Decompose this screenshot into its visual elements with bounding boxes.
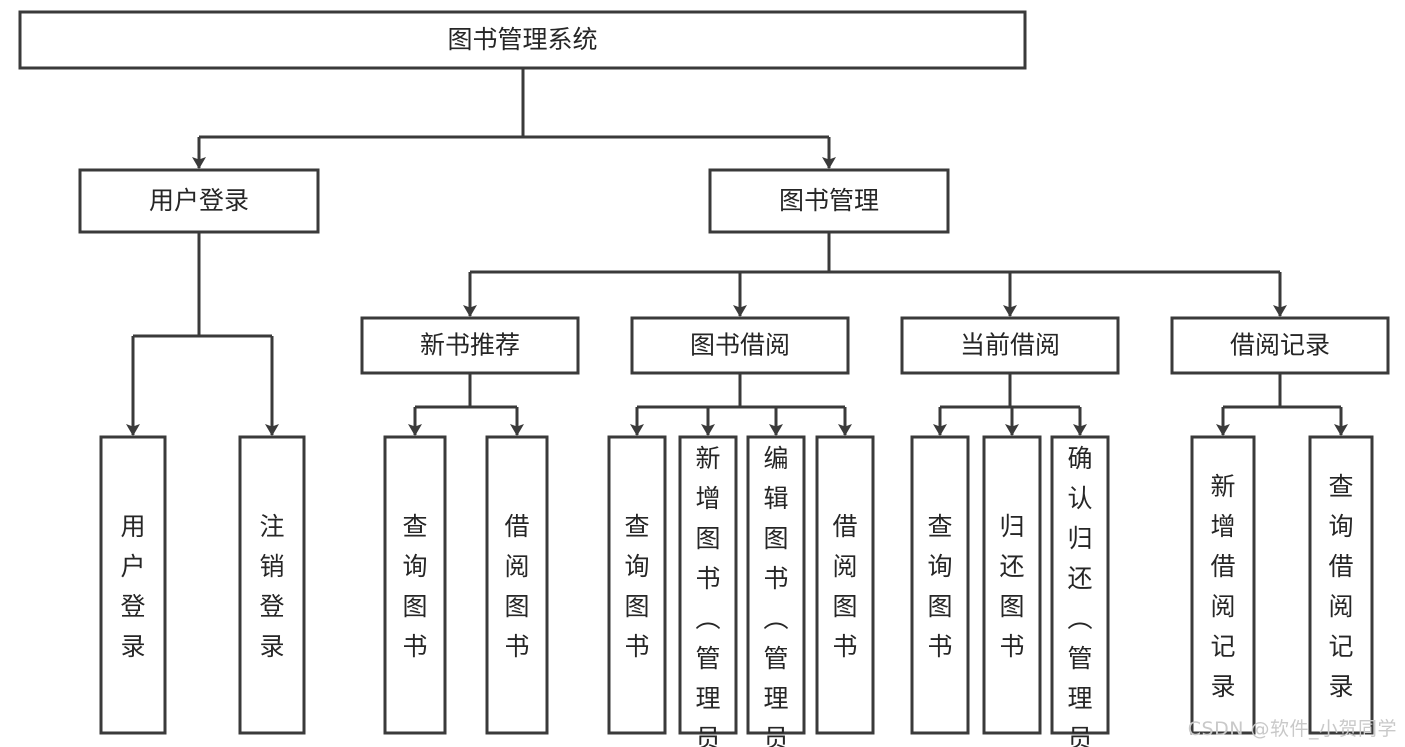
node-leaf-user-logout-label: 注销登录 — [259, 512, 284, 661]
node-book-borrow-label: 图书借阅 — [690, 331, 790, 360]
node-leaf-query-book-rec[interactable]: 查询图书 — [383, 435, 447, 735]
node-leaf-add-borrow-record-box — [1190, 435, 1256, 735]
node-root-system[interactable]: 图书管理系统 — [18, 10, 1027, 70]
node-leaf-borrow-book-rec[interactable]: 借阅图书 — [485, 435, 549, 735]
node-leaf-return-book-label: 归还图书 — [999, 512, 1024, 661]
node-new-book-rec-label: 新书推荐 — [420, 331, 520, 360]
connector-layer — [126, 68, 1348, 436]
node-leaf-query-borrow-record[interactable]: 查询借阅记录 — [1308, 435, 1374, 735]
node-current-borrow-box — [900, 316, 1120, 375]
node-current-borrow-label: 当前借阅 — [960, 331, 1060, 360]
node-user-login[interactable]: 用户登录 — [78, 168, 320, 234]
node-leaf-confirm-return-admin-box — [1050, 435, 1110, 735]
node-layer: 图书管理系统用户登录图书管理新书推荐图书借阅当前借阅借阅记录用户登录注销登录查询… — [18, 10, 1390, 747]
node-current-borrow[interactable]: 当前借阅 — [900, 316, 1120, 375]
node-leaf-query-book-cur[interactable]: 查询图书 — [910, 435, 970, 735]
node-leaf-borrow-book[interactable]: 借阅图书 — [815, 435, 875, 735]
node-leaf-add-borrow-record-label: 新增借阅记录 — [1210, 472, 1235, 701]
node-leaf-query-book-borrow-label: 查询图书 — [624, 512, 649, 661]
node-leaf-user-login-box — [99, 435, 167, 735]
node-leaf-borrow-book-label: 借阅图书 — [832, 512, 857, 661]
node-leaf-query-borrow-record-box — [1308, 435, 1374, 735]
node-leaf-add-book-admin-label: 新增图书︵管理员︶ — [695, 444, 720, 747]
node-leaf-confirm-return-admin[interactable]: 确认归还︵管理员︶ — [1050, 435, 1110, 747]
node-leaf-user-logout-box — [238, 435, 306, 735]
node-user-login-label: 用户登录 — [149, 186, 249, 215]
node-leaf-query-book-borrow[interactable]: 查询图书 — [607, 435, 667, 735]
node-leaf-add-book-admin-box — [678, 435, 738, 735]
node-user-login-box — [78, 168, 320, 234]
node-new-book-rec-box — [360, 316, 580, 375]
node-leaf-query-borrow-record-label: 查询借阅记录 — [1328, 472, 1353, 701]
node-leaf-return-book[interactable]: 归还图书 — [982, 435, 1042, 735]
node-book-manage-label: 图书管理 — [779, 186, 879, 215]
node-leaf-borrow-book-rec-label: 借阅图书 — [504, 512, 529, 661]
node-leaf-edit-book-admin-box — [746, 435, 806, 735]
node-leaf-borrow-book-box — [815, 435, 875, 735]
node-borrow-record-label: 借阅记录 — [1230, 331, 1330, 360]
node-borrow-record-box — [1170, 316, 1390, 375]
node-leaf-add-book-admin[interactable]: 新增图书︵管理员︶ — [678, 435, 738, 747]
node-leaf-edit-book-admin-label: 编辑图书︵管理员︶ — [763, 444, 788, 747]
node-leaf-query-book-borrow-box — [607, 435, 667, 735]
csdn-watermark: CSDN @软件_小贺同学 — [1187, 718, 1397, 740]
node-leaf-add-borrow-record[interactable]: 新增借阅记录 — [1190, 435, 1256, 735]
node-borrow-record[interactable]: 借阅记录 — [1170, 316, 1390, 375]
node-leaf-edit-book-admin[interactable]: 编辑图书︵管理员︶ — [746, 435, 806, 747]
node-leaf-borrow-book-rec-box — [485, 435, 549, 735]
node-leaf-user-login-label: 用户登录 — [120, 512, 145, 661]
node-leaf-query-book-rec-box — [383, 435, 447, 735]
node-root-system-box — [18, 10, 1027, 70]
node-new-book-rec[interactable]: 新书推荐 — [360, 316, 580, 375]
node-book-manage[interactable]: 图书管理 — [708, 168, 950, 234]
node-leaf-user-logout[interactable]: 注销登录 — [238, 435, 306, 735]
node-leaf-query-book-cur-box — [910, 435, 970, 735]
node-book-borrow[interactable]: 图书借阅 — [630, 316, 850, 375]
node-leaf-query-book-cur-label: 查询图书 — [927, 512, 952, 661]
node-leaf-return-book-box — [982, 435, 1042, 735]
node-leaf-confirm-return-admin-label: 确认归还︵管理员︶ — [1067, 444, 1092, 747]
node-root-system-label: 图书管理系统 — [447, 25, 597, 54]
node-book-manage-box — [708, 168, 950, 234]
node-book-borrow-box — [630, 316, 850, 375]
node-leaf-query-book-rec-label: 查询图书 — [402, 512, 427, 661]
node-leaf-user-login[interactable]: 用户登录 — [99, 435, 167, 735]
